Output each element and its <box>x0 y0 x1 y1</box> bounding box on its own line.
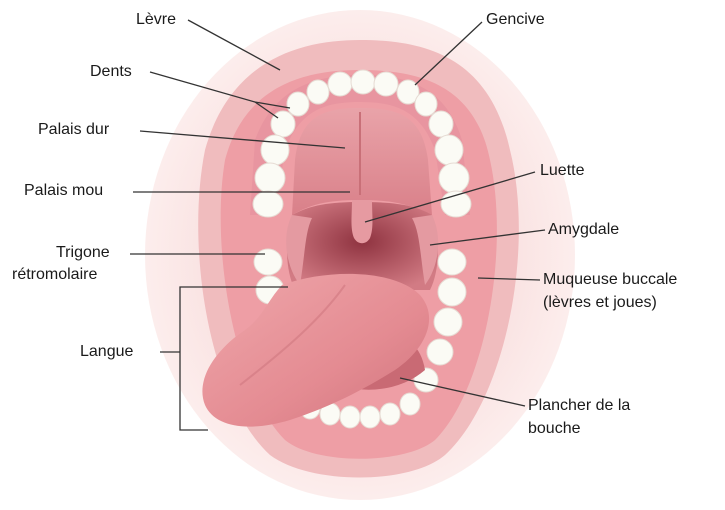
label-palais-mou: Palais mou <box>24 181 103 201</box>
palate <box>292 108 432 215</box>
label-plancher-line1: Plancher de la <box>528 396 630 416</box>
label-luette: Luette <box>540 161 584 181</box>
label-palais-dur: Palais dur <box>38 120 109 140</box>
label-langue: Langue <box>80 342 133 362</box>
label-dents: Dents <box>90 62 132 82</box>
label-levre: Lèvre <box>136 10 176 30</box>
label-muqueuse-line1: Muqueuse buccale <box>543 270 677 290</box>
label-muqueuse-line2: (lèvres et joues) <box>543 293 657 313</box>
label-trigone-line1: Trigone <box>56 243 110 263</box>
label-plancher-line2: bouche <box>528 419 581 439</box>
label-trigone-line2: rétromolaire <box>12 265 97 285</box>
uvula <box>352 200 373 243</box>
label-amygdale: Amygdale <box>548 220 619 240</box>
label-gencive: Gencive <box>486 10 545 30</box>
